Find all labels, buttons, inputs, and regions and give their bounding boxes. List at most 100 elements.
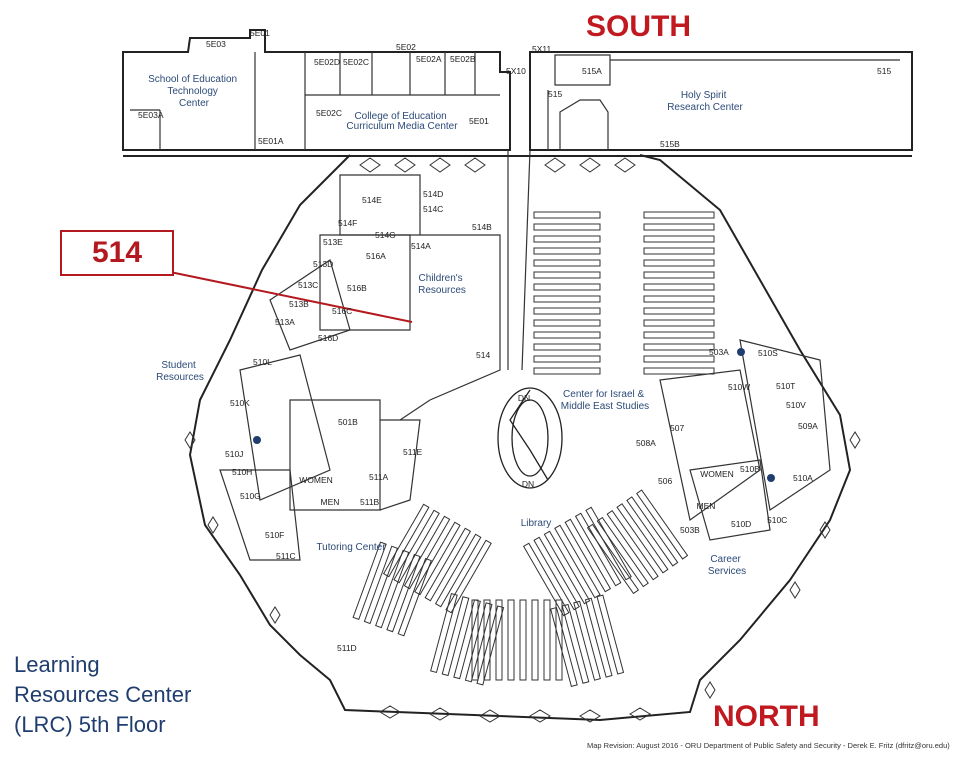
room-label: 516A — [366, 251, 386, 261]
furniture-block — [393, 509, 440, 584]
furniture-block — [352, 541, 387, 621]
title-line: (LRC) 5th Floor — [14, 712, 166, 737]
furniture-block — [441, 596, 470, 677]
room-label: 5X11 — [532, 44, 551, 54]
map-credit: Map Revision: August 2016 - ORU Departme… — [587, 741, 950, 750]
furniture-block — [403, 515, 451, 590]
furniture-block — [586, 523, 640, 595]
area-career: Career Services — [708, 554, 746, 577]
main-hall-wall — [188, 154, 852, 722]
room-label: 507 — [670, 423, 684, 433]
room-label: 5E01 — [469, 116, 489, 126]
furniture-block — [507, 599, 515, 681]
furniture-block — [596, 594, 625, 675]
room-label: 514F — [338, 218, 357, 228]
room-label: 513D — [313, 259, 333, 269]
furniture-block — [414, 521, 461, 596]
title-line: Learning — [14, 652, 100, 677]
furniture-block — [533, 319, 601, 327]
area-library: Library — [521, 518, 552, 529]
room-label: 510V — [786, 400, 806, 410]
area-school-education: School of Education Technology Center — [148, 74, 240, 109]
room-label: 515 — [877, 66, 891, 76]
furniture-block — [543, 599, 551, 681]
furniture-block — [574, 512, 622, 587]
furniture-block — [533, 235, 601, 243]
room-label: 509A — [798, 421, 818, 431]
room-label: 511B — [360, 497, 380, 507]
room-label: 514E — [362, 195, 382, 205]
room-label: 514C — [423, 204, 443, 214]
callout-pointer — [169, 271, 413, 323]
room-label: 511A — [369, 472, 389, 482]
furniture-block — [533, 331, 601, 339]
room-label: 5E02 — [396, 42, 416, 52]
furniture-block — [382, 503, 430, 578]
furniture-block — [606, 509, 659, 581]
furniture-block — [643, 283, 715, 291]
furniture-block — [643, 307, 715, 315]
east-wing-wall — [529, 51, 913, 151]
room-label: 511D — [337, 643, 357, 653]
furniture-block — [561, 603, 590, 684]
west-wing-wall — [122, 29, 511, 151]
room-label: 5E01 — [250, 28, 270, 38]
furniture-block — [533, 367, 601, 375]
furniture-block — [643, 259, 715, 267]
furniture-block — [533, 343, 601, 351]
furniture-block — [533, 259, 601, 267]
room-label: 5E02B — [450, 54, 476, 64]
room-label: 514D — [423, 189, 443, 199]
room-label: 5E03A — [138, 110, 164, 120]
restroom-men-left: MEN — [321, 497, 340, 507]
room-label: 514B — [472, 222, 492, 232]
furniture-block — [386, 553, 421, 633]
furniture-block — [533, 295, 601, 303]
room-label: 510L — [253, 357, 272, 367]
furniture-block — [430, 592, 458, 674]
area-college-education: College of Education Curriculum Media Ce… — [346, 111, 458, 132]
room-label: 515B — [660, 139, 680, 149]
furniture-block — [464, 602, 493, 683]
room-label: 510C — [767, 515, 787, 525]
room-label: 510A — [793, 473, 813, 483]
room-label: 503A — [709, 347, 729, 357]
furniture-block — [643, 367, 715, 375]
room-label: 516C — [332, 306, 352, 316]
room-label: 513A — [275, 317, 295, 327]
furniture-block — [643, 211, 715, 219]
furniture-block — [519, 599, 527, 681]
room-label: 513C — [298, 280, 318, 290]
furniture-block — [643, 247, 715, 255]
furniture-block — [424, 527, 472, 602]
center-israel-dot — [737, 348, 745, 356]
room-label: 5X10 — [506, 66, 526, 76]
furniture-block — [564, 518, 612, 593]
furniture-block — [643, 355, 715, 363]
room-514-callout: 514 — [60, 230, 174, 276]
furniture-block — [445, 539, 492, 614]
furniture-block — [483, 599, 491, 681]
room-label: 510G — [240, 491, 261, 501]
room-label: 5E02D — [314, 57, 340, 67]
furniture-block — [643, 331, 715, 339]
room-label: 513E — [323, 237, 343, 247]
furniture-block — [543, 530, 591, 605]
stairs-down-top: DN — [518, 393, 530, 403]
room-label: 513B — [289, 299, 309, 309]
room-label: 510T — [776, 381, 795, 391]
furniture-block — [533, 271, 601, 279]
furniture-block — [397, 557, 432, 637]
restroom-women-left: WOMEN — [299, 475, 333, 485]
furniture-block — [573, 600, 601, 681]
restroom-men-right: MEN — [697, 501, 716, 511]
room-label: 510J — [225, 449, 243, 459]
room-label: 510D — [731, 519, 751, 529]
room-label: 503B — [680, 525, 700, 535]
room-label: 514A — [411, 241, 431, 251]
room-label: 5E02C — [343, 57, 369, 67]
furniture-block — [550, 606, 578, 688]
compass-south: SOUTH — [586, 10, 691, 43]
furniture-block — [476, 605, 505, 686]
